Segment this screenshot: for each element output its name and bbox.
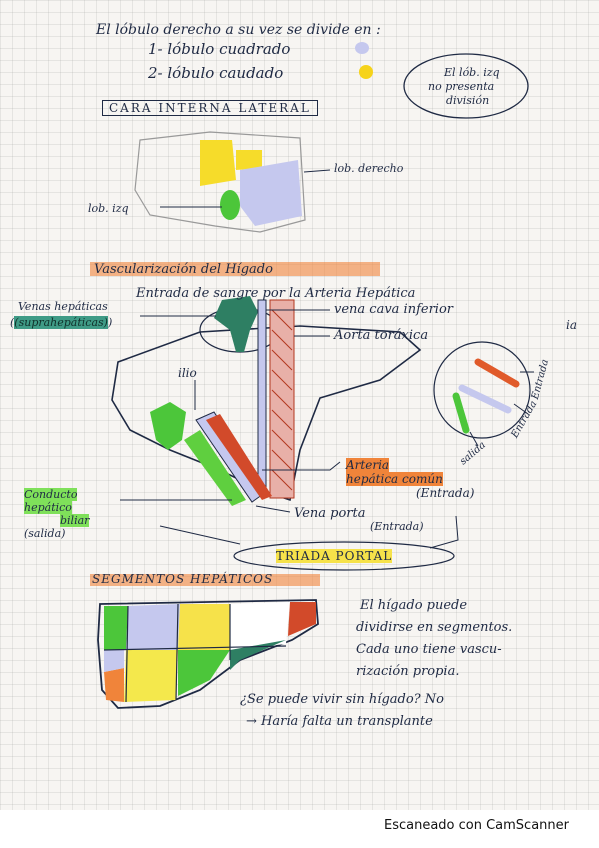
label-side-ia: ia: [566, 318, 577, 332]
pointer-triada-right: [429, 515, 459, 549]
section-segmentos: SEGMENTOS HEPÁTICOS: [92, 572, 274, 586]
scanner-watermark: Escaneado con CamScanner: [383, 818, 569, 833]
label-conducto-hepatico: Conducto hepático biliar (salida): [24, 488, 90, 540]
conducto-line-1: Conducto: [24, 488, 78, 501]
label-arteria-hepatica: Arteria hepática común (Entrada): [346, 458, 474, 500]
pointer-arteria: [262, 461, 341, 471]
seg-line-1: El hígado puede: [360, 598, 468, 613]
label-suprahepaticas: ((suprahepáticas)): [10, 316, 113, 329]
section-vascularizacion: Vascularización del Hígado: [94, 262, 273, 277]
item-lobulo-cuadrado: 1- lóbulo cuadrado: [148, 40, 291, 58]
conducto-line-4: (salida): [24, 527, 66, 540]
label-triada-portal: TRIADA PORTAL: [276, 549, 393, 563]
label-vena-cava: vena cava inferior: [334, 302, 453, 317]
bubble-line-3: división: [446, 94, 490, 107]
bubble-line-1: El lób. izq: [444, 66, 500, 79]
bubble-line-2: no presenta: [428, 80, 495, 93]
answer-line: → Haría falta un transplante: [246, 714, 433, 729]
segmentos-highlight: [90, 574, 320, 586]
yellow-dot: [359, 65, 373, 79]
arteria-line-3: (Entrada): [416, 486, 475, 500]
section-cara-interna: CARA INTERNA LATERAL: [102, 100, 318, 116]
arteria-line-1: Arteria: [346, 458, 390, 472]
label-ilio: ilio: [178, 366, 197, 380]
arteria-line-2: hepática común: [346, 472, 443, 486]
suprahepaticas-highlight: (suprahepáticas): [14, 316, 108, 329]
seg-line-2: dividirse en segmentos.: [356, 620, 513, 635]
scanner-footer: Escaneado con CamScanner: [0, 810, 599, 848]
pointer-vena-porta: [255, 505, 291, 513]
liver-internal-face-sketch: [134, 131, 331, 233]
vascularizacion-highlight: [90, 262, 380, 276]
label-aorta: Aorta toráxica: [334, 328, 429, 343]
label-venas-hepaticas: Venas hepáticas: [18, 300, 108, 313]
liver-segments-map: [97, 599, 319, 709]
item-lobulo-caudado: 2- lóbulo caudado: [148, 64, 284, 82]
note-bubble: [403, 53, 529, 119]
lavender-dot: [355, 42, 369, 54]
pointer-triada-left: [159, 525, 241, 545]
label-vena-porta: Vena porta: [294, 506, 366, 521]
conducto-line-2: hepático: [24, 501, 72, 514]
label-lob-izq: lob. izq: [88, 202, 129, 215]
vessel-cross-section: [433, 341, 534, 447]
liver-vascular-diagram: [111, 296, 422, 506]
conducto-line-3: biliar: [60, 514, 90, 527]
seg-line-4: rización propia.: [356, 664, 460, 679]
label-vena-porta-entrada: (Entrada): [370, 520, 424, 533]
triada-capsule: [233, 541, 455, 571]
seg-line-3: Cada uno tiene vascu-: [356, 642, 502, 657]
label-lob-derecho: lob. derecho: [334, 162, 404, 175]
question-line: ¿Se puede vivir sin hígado? No: [240, 692, 444, 707]
entrada-sangre-line: Entrada de sangre por la Arteria Hepátic…: [136, 286, 416, 301]
drawings: [90, 42, 534, 709]
intro-line: El lóbulo derecho a su vez se divide en …: [96, 22, 381, 38]
